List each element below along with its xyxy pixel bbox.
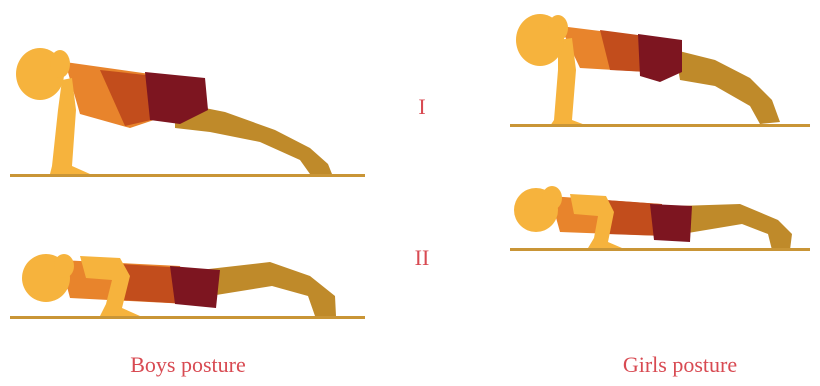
stage-label-two: II: [402, 245, 442, 271]
stage-label-one: I: [402, 94, 442, 120]
boys-pushup-down-figure: [10, 200, 365, 325]
girls-pushup-down-panel: [510, 160, 810, 256]
girls-pushup-up-panel: [510, 10, 810, 132]
boys-posture-caption: Boys posture: [78, 352, 298, 378]
boys-pushup-up-panel: [10, 40, 365, 180]
girls-posture-caption: Girls posture: [570, 352, 790, 378]
boys-pushup-down-panel: [10, 200, 365, 325]
girls-pushup-down-figure: [510, 160, 810, 256]
girls-pushup-up-figure: [510, 10, 810, 132]
boys-pushup-up-figure: [10, 40, 365, 180]
